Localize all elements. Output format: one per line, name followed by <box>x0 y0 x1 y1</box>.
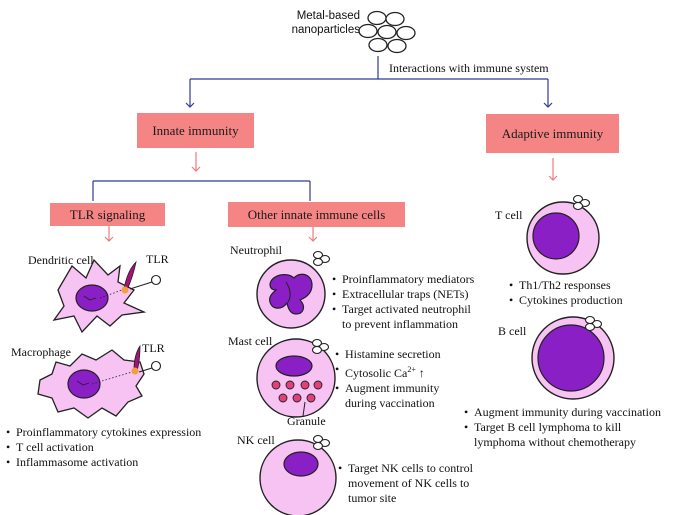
calcium-superscript: 2+ <box>407 365 416 374</box>
t-cell-effects-list: Th1/Th2 responses Cytokines production <box>509 278 623 308</box>
list-item: Target activated neutrophil <box>332 302 474 317</box>
neutrophil-effects-list: Proinflammatory mediators Extracellular … <box>332 272 474 332</box>
b-cell-effects-list: Augment immunity during vaccination Targ… <box>464 405 661 450</box>
tlr-signaling-box: TLR signaling <box>50 203 165 226</box>
main-branch-arrows <box>185 56 553 108</box>
neutrophil-icon <box>256 250 331 329</box>
granule-label: Granule <box>287 414 326 428</box>
list-item: Proinflammatory mediators <box>332 272 474 287</box>
list-item-continuation: tumor site <box>348 491 397 505</box>
other-innate-cells-box: Other innate immune cells <box>228 202 405 227</box>
mast-cell-label: Mast cell <box>228 334 273 348</box>
increase-arrow-icon: ↑ <box>418 366 425 380</box>
macrophage-label: Macrophage <box>11 345 71 359</box>
dendritic-cell-icon <box>52 258 162 334</box>
list-item: Inflammasome activation <box>6 455 201 470</box>
list-item: Proinflammatory cytokines expression <box>6 425 201 440</box>
mast-cell-icon <box>256 338 336 418</box>
pink-arrows <box>104 152 558 242</box>
list-item: Target NK cells to control <box>338 461 473 476</box>
list-item: Histamine secretion <box>335 347 441 362</box>
tlr-outcomes-list: Proinflammatory cytokines expression T c… <box>6 425 201 470</box>
list-item: Cytokines production <box>509 293 623 308</box>
list-item: T cell activation <box>6 440 201 455</box>
nk-cell-label: NK cell <box>237 433 275 447</box>
list-item-calcium: Cytosolic Ca2+ ↑ <box>335 362 441 381</box>
list-item-continuation: to prevent inflammation <box>342 317 458 331</box>
tlr-label-dendritic: TLR <box>146 252 169 266</box>
calcium-text: Cytosolic Ca <box>345 366 408 380</box>
t-cell-label: T cell <box>495 208 523 222</box>
adaptive-immunity-box: Adaptive immunity <box>486 114 619 153</box>
innate-branch-lines <box>92 180 311 201</box>
nanoparticle-cluster-icon <box>358 10 416 54</box>
tlr-label-macrophage: TLR <box>142 341 165 355</box>
nk-cell-effects-list: Target NK cells to control movement of N… <box>338 461 473 506</box>
mast-cell-effects-list: Histamine secretion Cytosolic Ca2+ ↑ Aug… <box>335 347 441 411</box>
list-item-continuation: movement of NK cells to <box>348 476 470 490</box>
list-item-continuation: during vaccination <box>345 396 435 410</box>
list-item: Augment immunity <box>335 381 441 396</box>
macrophage-icon <box>37 344 162 419</box>
list-item-continuation: lymphoma without chemotherapy <box>474 435 636 449</box>
interaction-label: Interactions with immune system <box>389 61 549 75</box>
nanoparticles-line-1: Metal-based <box>296 10 360 22</box>
nanoparticles-line-2: nanoparticles <box>291 24 360 36</box>
nanoparticles-label: Metal-based nanoparticles <box>284 9 360 37</box>
nk-cell-icon <box>259 434 337 515</box>
b-cell-label: B cell <box>498 324 527 338</box>
neutrophil-label: Neutrophil <box>230 243 282 257</box>
list-item: Target B cell lymphoma to kill <box>464 420 661 435</box>
list-item: Extracellular traps (NETs) <box>332 287 474 302</box>
t-cell-icon <box>526 194 600 275</box>
innate-immunity-box: Innate immunity <box>137 113 254 148</box>
b-cell-icon <box>531 315 615 400</box>
list-item: Augment immunity during vaccination <box>464 405 661 420</box>
dendritic-cell-label: Dendritic cell <box>28 253 94 267</box>
list-item: Th1/Th2 responses <box>509 278 623 293</box>
